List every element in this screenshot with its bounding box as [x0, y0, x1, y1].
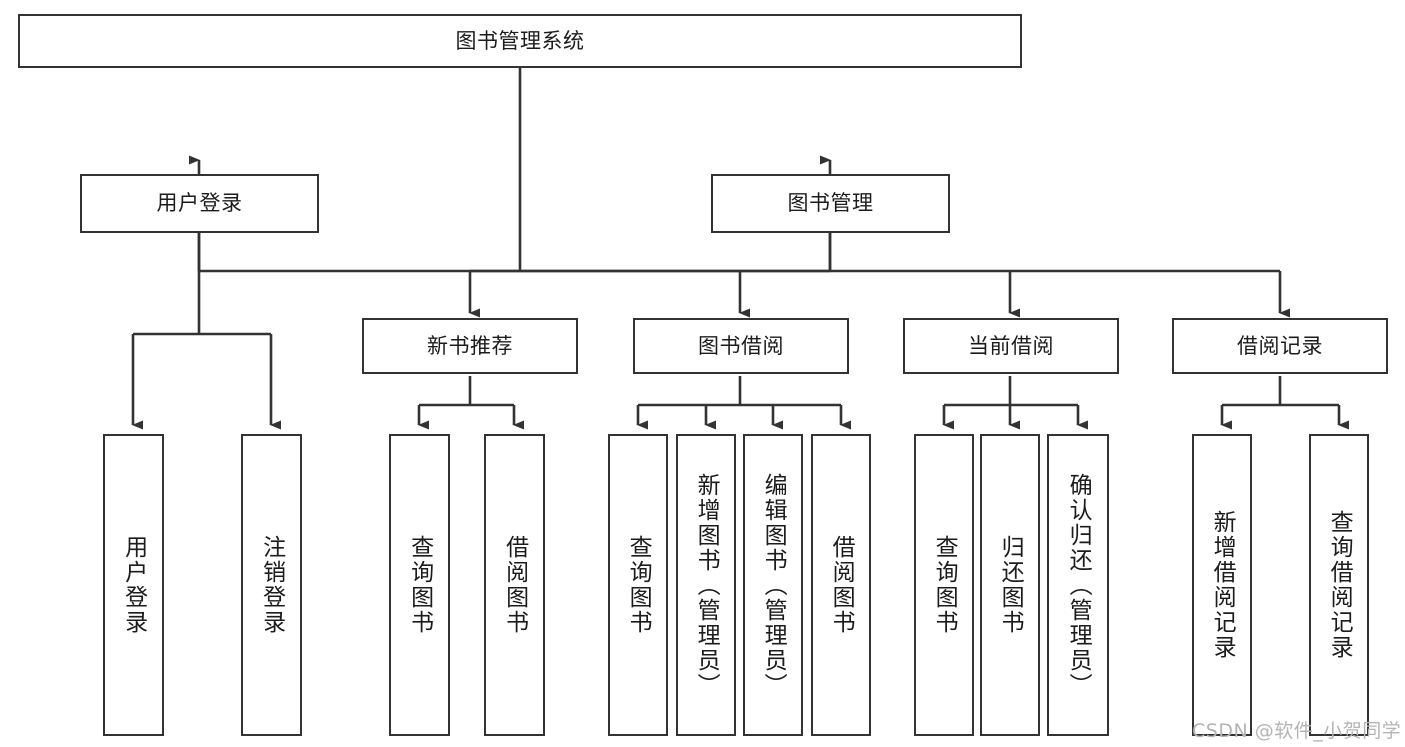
node-label: 查询图书	[931, 535, 958, 635]
node-root-system[interactable]: 图书管理系统	[18, 14, 1022, 68]
node-label: 用户登录	[120, 535, 147, 635]
leaf-query-book-borrow[interactable]: 查询图书	[608, 434, 668, 736]
leaf-query-book-current[interactable]: 查询图书	[914, 434, 974, 736]
node-label: 查询图书	[625, 535, 652, 635]
node-label: 新增借阅记录	[1209, 510, 1236, 660]
node-book-borrow[interactable]: 图书借阅	[633, 318, 849, 374]
node-label: 编辑图书（管理员）	[760, 472, 787, 698]
leaf-add-borrow-record[interactable]: 新增借阅记录	[1192, 434, 1252, 736]
node-label: 新书推荐	[427, 333, 513, 358]
leaf-edit-book-admin[interactable]: 编辑图书（管理员）	[743, 434, 803, 736]
node-label: 查询图书	[406, 535, 433, 635]
node-label: 图书管理	[787, 191, 874, 216]
leaf-confirm-return-admin[interactable]: 确认归还（管理员）	[1047, 434, 1109, 736]
node-user-login[interactable]: 用户登录	[80, 174, 319, 233]
node-label: 借阅图书	[501, 535, 528, 635]
leaf-logout[interactable]: 注销登录	[241, 434, 302, 736]
node-current-borrow[interactable]: 当前借阅	[903, 318, 1119, 374]
leaf-query-borrow-record[interactable]: 查询借阅记录	[1309, 434, 1369, 736]
node-label: 当前借阅	[968, 333, 1054, 358]
node-label: 借阅记录	[1237, 333, 1323, 358]
node-label: 注销登录	[258, 535, 285, 635]
node-label: 新增图书（管理员）	[693, 472, 720, 698]
node-label: 借阅图书	[828, 535, 855, 635]
node-label: 查询借阅记录	[1326, 510, 1353, 660]
node-label: 归还图书	[997, 535, 1024, 635]
node-label: 图书借阅	[698, 333, 784, 358]
node-label: 确认归还（管理员）	[1065, 472, 1092, 698]
node-label: 图书管理系统	[455, 28, 585, 53]
leaf-add-book-admin[interactable]: 新增图书（管理员）	[676, 434, 736, 736]
leaf-query-book-recommend[interactable]: 查询图书	[389, 434, 450, 736]
node-label: 用户登录	[156, 191, 243, 216]
leaf-borrow-book-recommend[interactable]: 借阅图书	[484, 434, 545, 736]
node-borrow-records[interactable]: 借阅记录	[1172, 318, 1388, 374]
node-new-book-recommend[interactable]: 新书推荐	[362, 318, 578, 374]
node-book-management[interactable]: 图书管理	[711, 174, 950, 233]
csdn-watermark: CSDN @软件_小贺同学	[1192, 720, 1402, 742]
leaf-borrow-book[interactable]: 借阅图书	[811, 434, 871, 736]
leaf-user-login[interactable]: 用户登录	[103, 434, 164, 736]
leaf-return-book[interactable]: 归还图书	[980, 434, 1040, 736]
